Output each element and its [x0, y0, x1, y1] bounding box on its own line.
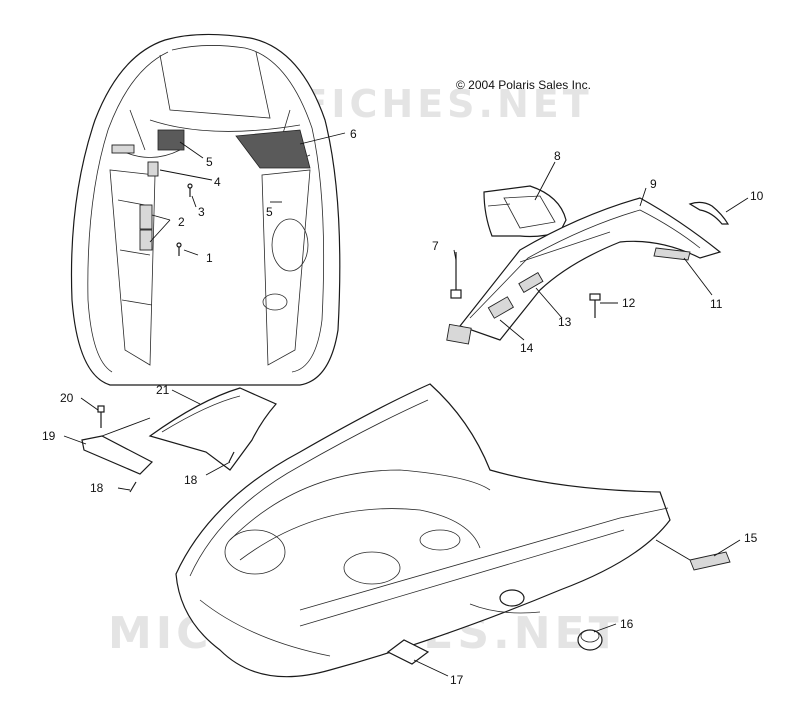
- part-12-bolt: [589, 293, 601, 318]
- callout-6: 6: [350, 127, 357, 141]
- part-11-decal: [653, 247, 691, 261]
- fastener-1: [176, 242, 182, 256]
- copyright-notice: © 2004 Polaris Sales Inc.: [456, 78, 591, 92]
- part-18-screw-a: [129, 481, 137, 493]
- callout-18-left: 18: [90, 481, 104, 495]
- callout-17: 17: [450, 673, 464, 687]
- callout-19: 19: [42, 429, 56, 443]
- upper-hull-top-view: [70, 33, 341, 386]
- part-9-strip: [446, 197, 722, 345]
- callout-8: 8: [554, 149, 561, 163]
- part-17-plate: [386, 639, 430, 665]
- callout-2: 2: [178, 215, 185, 229]
- part-16-plug: [577, 629, 603, 651]
- callout-20: 20: [60, 391, 74, 405]
- fastener-3: [187, 183, 193, 197]
- callout-5: 5: [206, 155, 213, 169]
- callout-12: 12: [622, 296, 636, 310]
- callout-5-inner: 5: [266, 205, 273, 219]
- part-21-panel: [148, 387, 277, 471]
- part-18-screw-b: [228, 451, 235, 463]
- callout-3: 3: [198, 205, 205, 219]
- callout-7: 7: [432, 239, 439, 253]
- part-19-bracket: [81, 417, 154, 475]
- callout-13: 13: [558, 315, 572, 329]
- callout-4: 4: [214, 175, 221, 189]
- callout-16: 16: [620, 617, 634, 631]
- part-15-decal: [689, 551, 731, 571]
- lower-hood: [175, 383, 671, 678]
- callout-21: 21: [156, 383, 170, 397]
- part-8-cover: [483, 185, 567, 238]
- callout-9: 9: [650, 177, 657, 191]
- leader-lines: [63, 132, 749, 677]
- callout-14: 14: [520, 341, 534, 355]
- callout-18-right: 18: [184, 473, 198, 487]
- callout-15: 15: [744, 531, 758, 545]
- part-10-wire: [688, 201, 730, 225]
- part-20-screw: [97, 405, 105, 428]
- callout-10: 10: [750, 189, 764, 203]
- callouts: 1 2 3 4 5 6 7 8 9 10 11 12 13 14 15 16 1…: [42, 127, 764, 687]
- callout-1: 1: [206, 251, 213, 265]
- callout-11: 11: [710, 297, 723, 311]
